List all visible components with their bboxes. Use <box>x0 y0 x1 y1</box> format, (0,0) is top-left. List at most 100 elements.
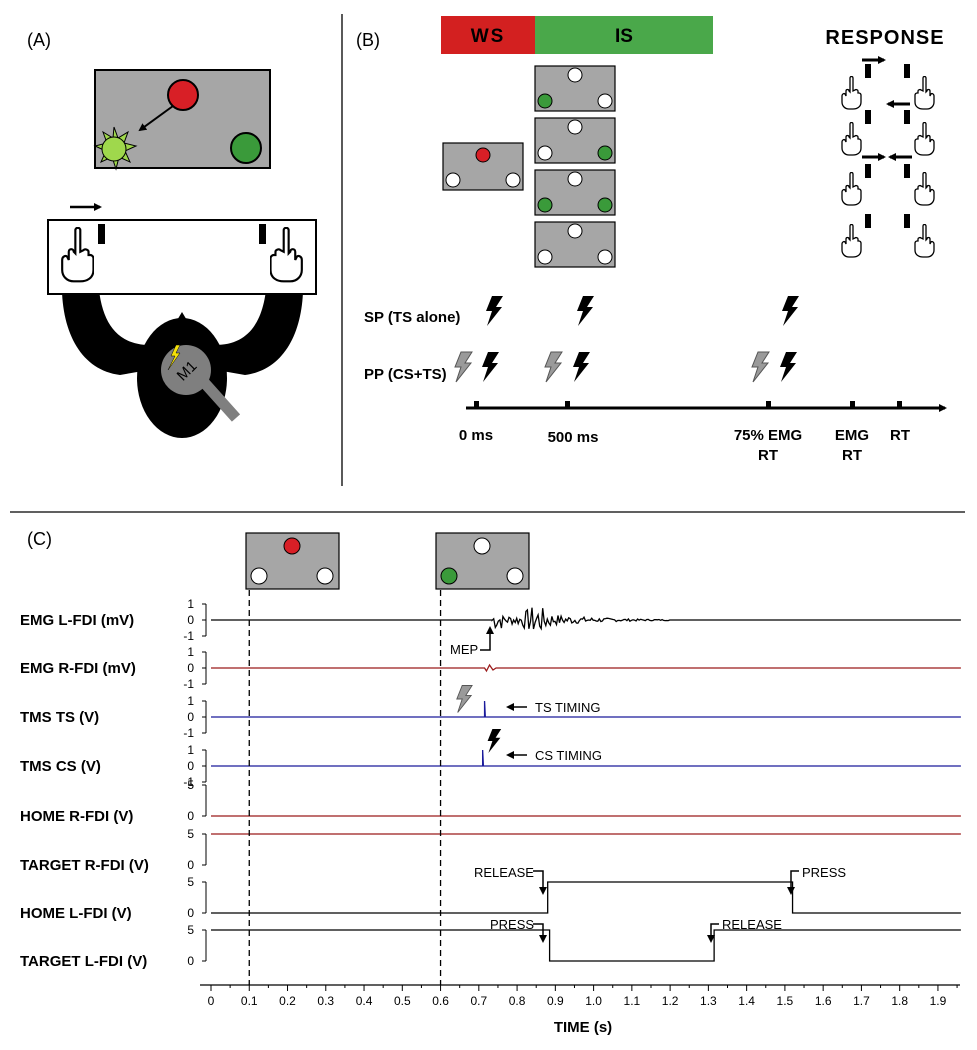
imperative-screen-right <box>534 117 616 164</box>
tick-0ms: 0 ms <box>459 427 493 444</box>
imperative-screen-left <box>534 65 616 112</box>
annotations: MEP TS TIMING CS TIMING RELEASE PRESS PR… <box>450 626 846 943</box>
x-axis: 0 0.1 0.2 0.3 0.4 0.5 0.6 0.7 0.8 0.9 1.0 1.1 1.2 1.3… <box>200 984 960 1008</box>
tick-75-emg: 75% EMG <box>734 427 802 444</box>
tick-emg-rt: RT <box>842 447 862 464</box>
x-tick-label: 1.7 <box>853 994 870 1008</box>
is-bar <box>535 16 713 54</box>
trace-tick-label: 1 <box>187 743 194 757</box>
x-axis-label: TIME (s) <box>554 1019 612 1036</box>
trace-tick-label: 5 <box>187 923 194 937</box>
press-target-label: PRESS <box>490 917 534 932</box>
stimulation-icon <box>167 344 181 371</box>
trace-label-5: TARGET R-FDI (V) <box>20 857 149 874</box>
trace-tick-label: -1 <box>183 775 194 789</box>
trace-tick-label: 0 <box>187 906 194 920</box>
x-tick-label: 0.4 <box>356 994 373 1008</box>
response-icons <box>841 56 935 258</box>
tick-emg: EMG <box>835 427 869 444</box>
trace-tick-label: 1 <box>187 597 194 611</box>
target-burst <box>93 126 138 171</box>
ws-bar <box>441 16 535 54</box>
x-tick-label: 0.6 <box>432 994 449 1008</box>
trace-tick-label: 5 <box>187 827 194 841</box>
ws-label: WS <box>471 26 506 47</box>
x-tick-label: 1.5 <box>777 994 794 1008</box>
trace-tick-label: -1 <box>183 629 194 643</box>
trace-label-3: TMS CS (V) <box>20 758 101 775</box>
panel-b-label: (B) <box>356 30 380 50</box>
trace-tick-label: 0 <box>187 759 194 773</box>
ts-timing-label: TS TIMING <box>535 700 600 715</box>
trace-tick-label: 0 <box>187 710 194 724</box>
release-target-label: RELEASE <box>722 917 782 932</box>
left-key <box>98 224 105 244</box>
tick-75-rt: RT <box>758 447 778 464</box>
trace-line-1 <box>211 663 961 673</box>
x-tick-label: 1.3 <box>700 994 717 1008</box>
x-tick-label: 0.7 <box>470 994 487 1008</box>
x-tick-label: 0.2 <box>279 994 296 1008</box>
imperative-screen-both <box>534 169 616 216</box>
mep-label: MEP <box>450 642 478 657</box>
pp-label: PP (CS+TS) <box>364 366 447 383</box>
panel-c-screen-warning <box>245 532 340 590</box>
is-label: IS <box>615 26 633 47</box>
x-tick-label: 1.6 <box>815 994 832 1008</box>
trace-tick-label: 0 <box>187 661 194 675</box>
tick-500ms: 500 ms <box>548 429 599 446</box>
trace-tick-label: 0 <box>187 613 194 627</box>
trace-label-2: TMS TS (V) <box>20 709 99 726</box>
trace-tick-label: -1 <box>183 677 194 691</box>
right-key <box>259 224 266 244</box>
trace-line-7 <box>211 929 961 962</box>
x-tick-label: 1.4 <box>738 994 755 1008</box>
trace-label-0: EMG L-FDI (mV) <box>20 612 134 629</box>
response-label: RESPONSE <box>825 27 944 49</box>
trace-label-6: HOME L-FDI (V) <box>20 905 132 922</box>
trace-tick-label: 5 <box>187 875 194 889</box>
x-tick-label: 0.5 <box>394 994 411 1008</box>
green-circle <box>230 132 262 164</box>
x-tick-label: 0.1 <box>241 994 258 1008</box>
x-tick-label: 0.3 <box>317 994 334 1008</box>
trace-tick-label: 1 <box>187 645 194 659</box>
trace-tick-label: 5 <box>187 778 194 792</box>
trace-line-3 <box>211 749 961 767</box>
imperative-screen-none <box>534 221 616 268</box>
trace-label-7: TARGET L-FDI (V) <box>20 953 147 970</box>
trace-tick-label: -1 <box>183 726 194 740</box>
trace-area <box>211 590 961 985</box>
trace-tick-label: 0 <box>187 954 194 968</box>
x-tick-label: 0.8 <box>509 994 526 1008</box>
x-tick-label: 1.1 <box>624 994 641 1008</box>
trace-line-6 <box>211 881 961 914</box>
red-circle <box>167 79 199 111</box>
trace-line-2 <box>211 700 961 718</box>
trace-tick-label: 0 <box>187 858 194 872</box>
movement-arrow <box>138 105 174 132</box>
trace-tick-label: 1 <box>187 694 194 708</box>
x-tick-label: 0.9 <box>547 994 564 1008</box>
x-tick-label: 1.2 <box>662 994 679 1008</box>
cs-timing-label: CS TIMING <box>535 748 602 763</box>
warning-screen <box>442 142 524 191</box>
tms-coil: M1 <box>161 345 241 422</box>
x-tick-label: 1.8 <box>891 994 908 1008</box>
panel-c-screen-imperative <box>435 532 530 590</box>
trace-label-1: EMG R-FDI (mV) <box>20 660 136 677</box>
trace-label-4: HOME R-FDI (V) <box>20 808 133 825</box>
panel-a-label: (A) <box>27 30 51 50</box>
timeline-ticks <box>474 401 902 408</box>
x-tick-label: 0 <box>208 994 215 1008</box>
tick-rt: RT <box>890 427 910 444</box>
release-home-label: RELEASE <box>474 865 534 880</box>
sp-label: SP (TS alone) <box>364 309 460 326</box>
trace-line-0 <box>211 607 961 631</box>
press-home-label: PRESS <box>802 865 846 880</box>
x-tick-label: 1.0 <box>585 994 602 1008</box>
panel-c-label: (C) <box>27 529 52 549</box>
